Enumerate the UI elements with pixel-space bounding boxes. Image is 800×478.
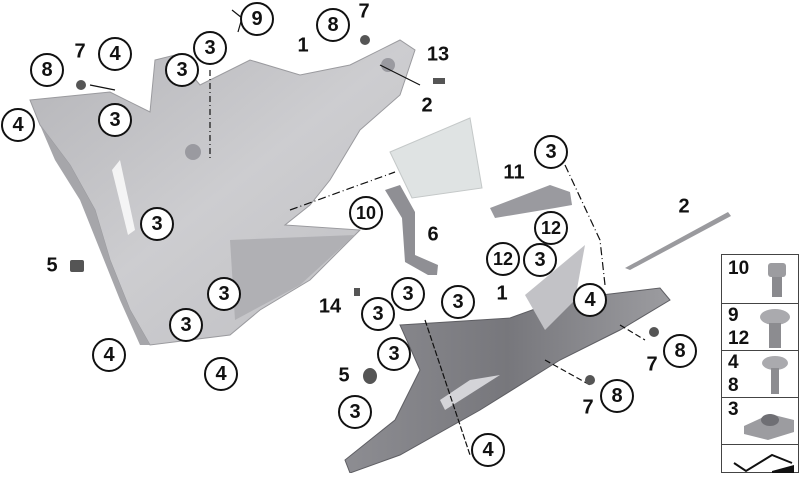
legend-label: 3 bbox=[728, 399, 739, 420]
grommet-7-lower bbox=[585, 375, 595, 385]
part-label-7[interactable]: 7 bbox=[358, 0, 370, 23]
part-label-14[interactable]: 14 bbox=[318, 295, 342, 318]
pan-head-screw-icon bbox=[760, 309, 790, 348]
bracket-11 bbox=[490, 185, 572, 218]
part-label-7[interactable]: 7 bbox=[74, 40, 86, 63]
callout-part-4[interactable]: 4 bbox=[471, 433, 505, 467]
callout-part-8[interactable]: 8 bbox=[30, 53, 64, 87]
grommet-7-right bbox=[649, 327, 659, 337]
part-label-13[interactable]: 13 bbox=[426, 43, 450, 66]
rubber-buffer-5-lower bbox=[363, 368, 377, 384]
callout-part-3[interactable]: 3 bbox=[169, 308, 203, 342]
callout-part-3[interactable]: 3 bbox=[207, 277, 241, 311]
part-label-6[interactable]: 6 bbox=[427, 223, 439, 246]
socket-head-bolt-icon bbox=[768, 263, 786, 297]
grommet-7 bbox=[360, 35, 370, 45]
callout-part-3[interactable]: 3 bbox=[98, 103, 132, 137]
clear-panel-upper bbox=[389, 117, 483, 199]
callout-part-3[interactable]: 3 bbox=[140, 207, 174, 241]
callout-part-3[interactable]: 3 bbox=[338, 395, 372, 429]
part-label-5[interactable]: 5 bbox=[46, 254, 58, 277]
legend-cell-bolt-10: 10 bbox=[721, 254, 799, 304]
callout-part-8[interactable]: 8 bbox=[600, 379, 634, 413]
kit-box-icon bbox=[733, 453, 794, 473]
callout-part-10[interactable]: 10 bbox=[349, 196, 383, 230]
right-fairing-panel bbox=[344, 245, 671, 474]
fastener-legend: 10 9 12 4 8 3 bbox=[721, 254, 800, 473]
callout-part-3[interactable]: 3 bbox=[391, 277, 425, 311]
legend-label: 4 bbox=[728, 352, 739, 373]
bolt-13 bbox=[433, 78, 445, 84]
part-label-11[interactable]: 11 bbox=[503, 161, 525, 184]
callout-part-4[interactable]: 4 bbox=[98, 37, 132, 71]
rubber-buffer-5 bbox=[70, 260, 84, 272]
part-label-5[interactable]: 5 bbox=[338, 364, 350, 387]
callout-part-3[interactable]: 3 bbox=[377, 337, 411, 371]
callout-part-9[interactable]: 9 bbox=[240, 2, 274, 36]
part-label-7[interactable]: 7 bbox=[582, 396, 594, 419]
callout-part-12[interactable]: 12 bbox=[534, 211, 568, 245]
legend-label: 8 bbox=[728, 375, 739, 396]
fasteners bbox=[70, 35, 659, 385]
callout-part-3[interactable]: 3 bbox=[165, 53, 199, 87]
clear-panel-strip bbox=[625, 212, 731, 270]
grommet-7-left bbox=[76, 80, 86, 90]
bracket-6 bbox=[385, 185, 438, 275]
legend-cell-screw-4-8: 4 8 bbox=[721, 350, 799, 398]
part-label-2[interactable]: 2 bbox=[678, 195, 690, 218]
legend-label: 10 bbox=[728, 258, 750, 279]
callout-part-12[interactable]: 12 bbox=[486, 242, 520, 276]
legend-cell-clip-3: 3 bbox=[721, 397, 799, 445]
legend-cell-kit bbox=[721, 444, 799, 473]
legend-label: 9 bbox=[728, 305, 739, 326]
part-label-1[interactable]: 1 bbox=[496, 282, 508, 305]
speed-nut-clip-icon bbox=[744, 414, 794, 440]
callout-part-4[interactable]: 4 bbox=[573, 283, 607, 317]
part-label-1[interactable]: 1 bbox=[297, 34, 309, 57]
callout-part-3[interactable]: 3 bbox=[193, 31, 227, 65]
callout-part-8[interactable]: 8 bbox=[316, 8, 350, 42]
callout-part-4[interactable]: 4 bbox=[204, 357, 238, 391]
part-label-2[interactable]: 2 bbox=[421, 94, 433, 117]
legend-label: 12 bbox=[728, 328, 750, 349]
callout-part-3[interactable]: 3 bbox=[361, 297, 395, 331]
callout-part-3[interactable]: 3 bbox=[534, 135, 568, 169]
part-label-7[interactable]: 7 bbox=[646, 353, 658, 376]
callout-part-3[interactable]: 3 bbox=[523, 243, 557, 277]
callout-part-4[interactable]: 4 bbox=[1, 108, 35, 142]
callout-part-8[interactable]: 8 bbox=[663, 334, 697, 368]
callout-part-4[interactable]: 4 bbox=[92, 338, 126, 372]
bolt-14 bbox=[354, 288, 360, 296]
callout-part-3[interactable]: 3 bbox=[441, 285, 475, 319]
legend-cell-screw-9-12: 9 12 bbox=[721, 303, 799, 351]
button-head-screw-icon bbox=[762, 356, 788, 394]
